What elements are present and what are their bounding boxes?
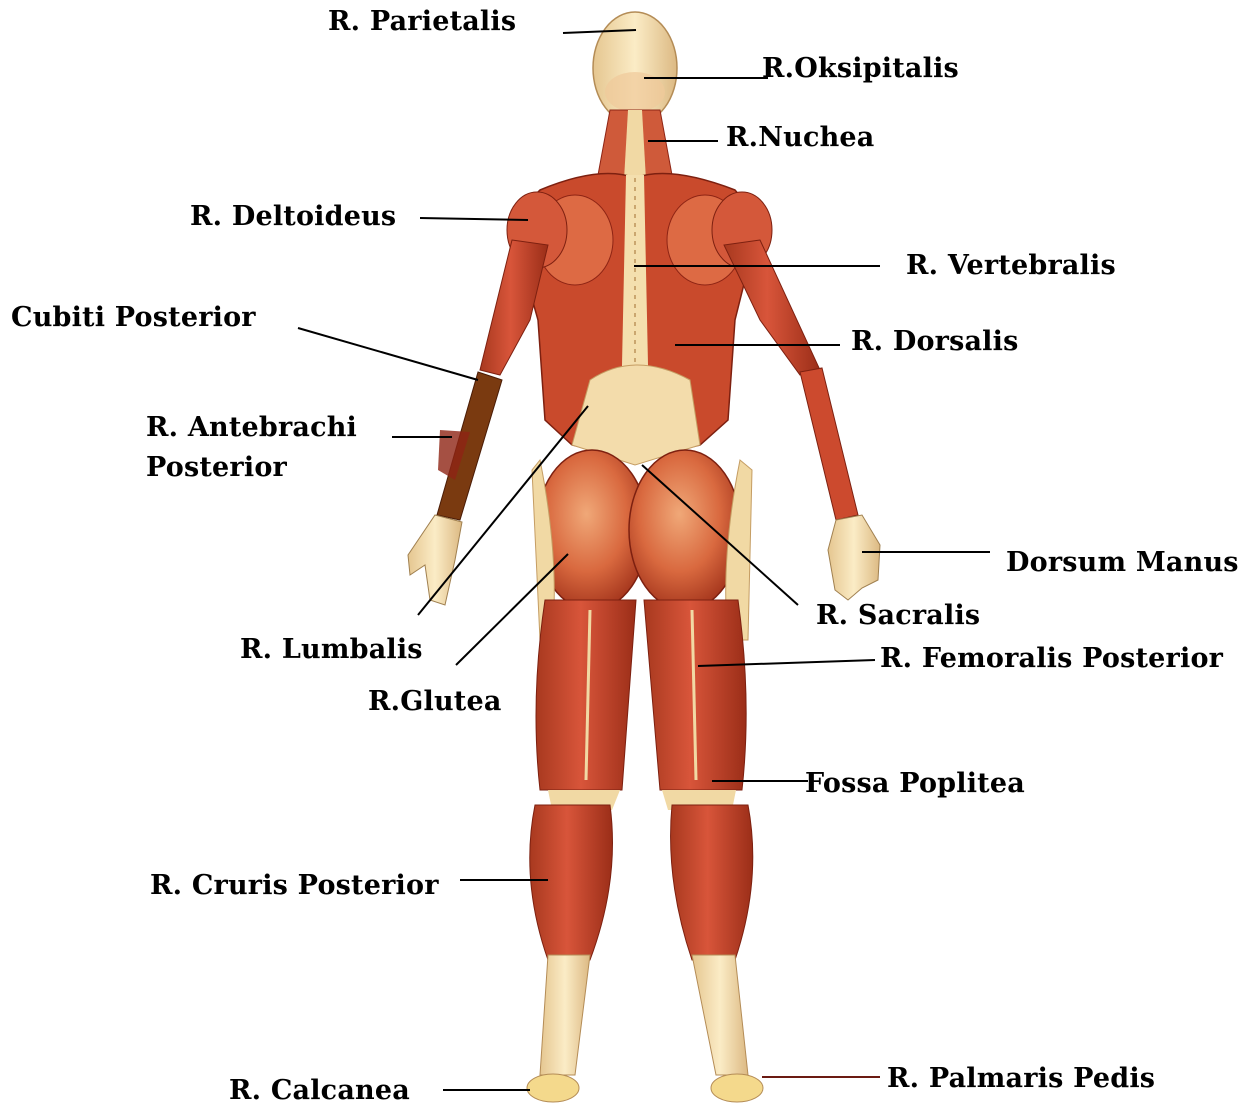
head: [593, 12, 677, 124]
left-heel: [527, 1074, 579, 1102]
label-dorsalis: R. Dorsalis: [851, 326, 1019, 358]
leader-cubiti: [298, 328, 478, 380]
label-nuchea: R.Nuchea: [726, 122, 875, 154]
right-calf: [671, 805, 753, 960]
label-dorsum-manus: Dorsum Manus: [1006, 547, 1239, 579]
left-hand: [408, 515, 462, 605]
right-heel: [711, 1074, 763, 1102]
label-vertebralis: R. Vertebralis: [906, 250, 1116, 282]
left-calf: [530, 805, 613, 960]
label-calcanea: R. Calcanea: [229, 1075, 410, 1107]
label-antebrachi-line2: Posterior: [146, 452, 287, 484]
right-gluteus: [629, 450, 741, 610]
label-fossa-poplitea: Fossa Poplitea: [805, 768, 1025, 800]
label-antebrachi-line1: R. Antebrachi: [146, 412, 357, 444]
label-glutea: R.Glutea: [368, 686, 502, 718]
label-cubiti-posterior: Cubiti Posterior: [11, 302, 256, 334]
label-deltoideus: R. Deltoideus: [190, 201, 396, 233]
label-femoralis-posterior: R. Femoralis Posterior: [880, 643, 1223, 675]
label-parietalis: R. Parietalis: [328, 6, 516, 38]
left-arm: [437, 240, 548, 520]
label-sacralis: R. Sacralis: [816, 600, 980, 632]
label-oksipitalis: R.Oksipitalis: [762, 53, 959, 85]
right-hand: [828, 515, 880, 600]
label-palmaris-pedis: R. Palmaris Pedis: [887, 1063, 1155, 1095]
label-cruris-posterior: R. Cruris Posterior: [150, 870, 439, 902]
label-lumbalis: R. Lumbalis: [240, 634, 423, 666]
